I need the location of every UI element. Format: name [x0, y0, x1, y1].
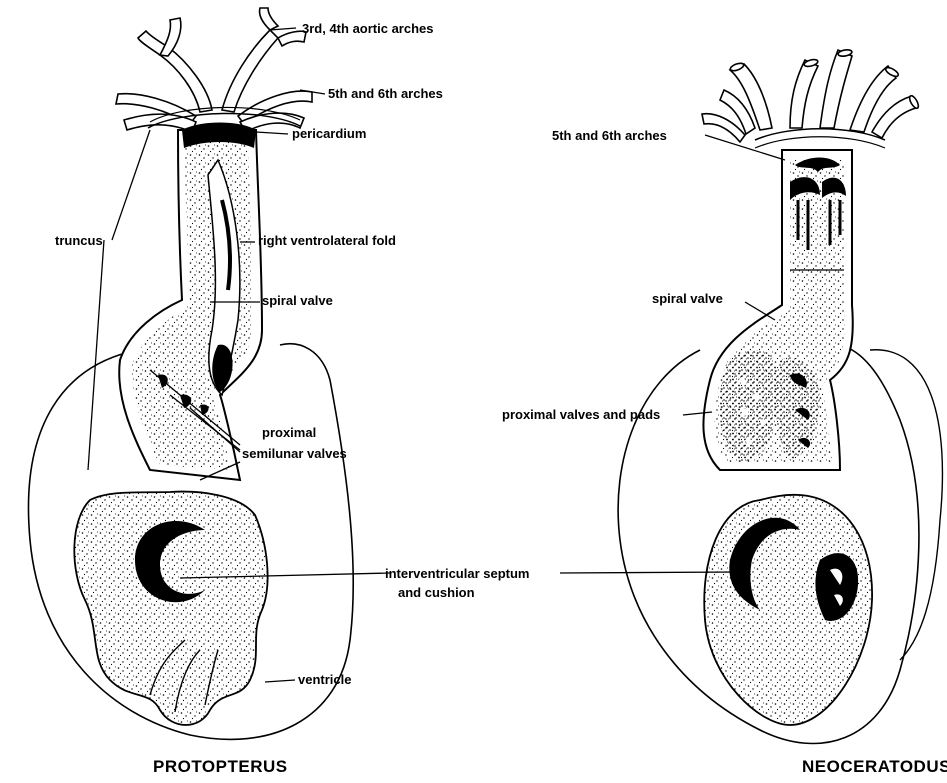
- label-truncus: truncus: [55, 233, 103, 248]
- label-aortic-arches-3-4: 3rd, 4th aortic arches: [302, 21, 434, 36]
- label-proximal: proximal: [262, 425, 316, 440]
- pericardium-arc-right: [755, 129, 885, 140]
- label-semilunar-valves: semilunar valves: [242, 446, 347, 461]
- label-spiral-valve-right: spiral valve: [652, 291, 723, 306]
- label-arches-5-6-right: 5th and 6th arches: [552, 128, 667, 143]
- label-spiral-valve-left: spiral valve: [262, 293, 333, 308]
- neoceratodus-heart: NEOCERATODUS: [618, 49, 947, 776]
- title-protopterus: PROTOPTERUS: [153, 757, 288, 776]
- label-pericardium: pericardium: [292, 126, 366, 141]
- label-ventricle: ventricle: [298, 672, 351, 687]
- title-neoceratodus: NEOCERATODUS: [802, 757, 947, 776]
- aortic-arches-right: [702, 49, 920, 142]
- label-right-ventrolateral-fold: right ventrolateral fold: [258, 233, 396, 248]
- label-and-cushion: and cushion: [398, 585, 475, 600]
- label-proximal-valves-and-pads: proximal valves and pads: [502, 407, 660, 422]
- protopterus-heart: PROTOPTERUS: [29, 8, 354, 776]
- label-interventricular-septum: interventricular septum: [385, 566, 530, 581]
- label-arches-5-6-left: 5th and 6th arches: [328, 86, 443, 101]
